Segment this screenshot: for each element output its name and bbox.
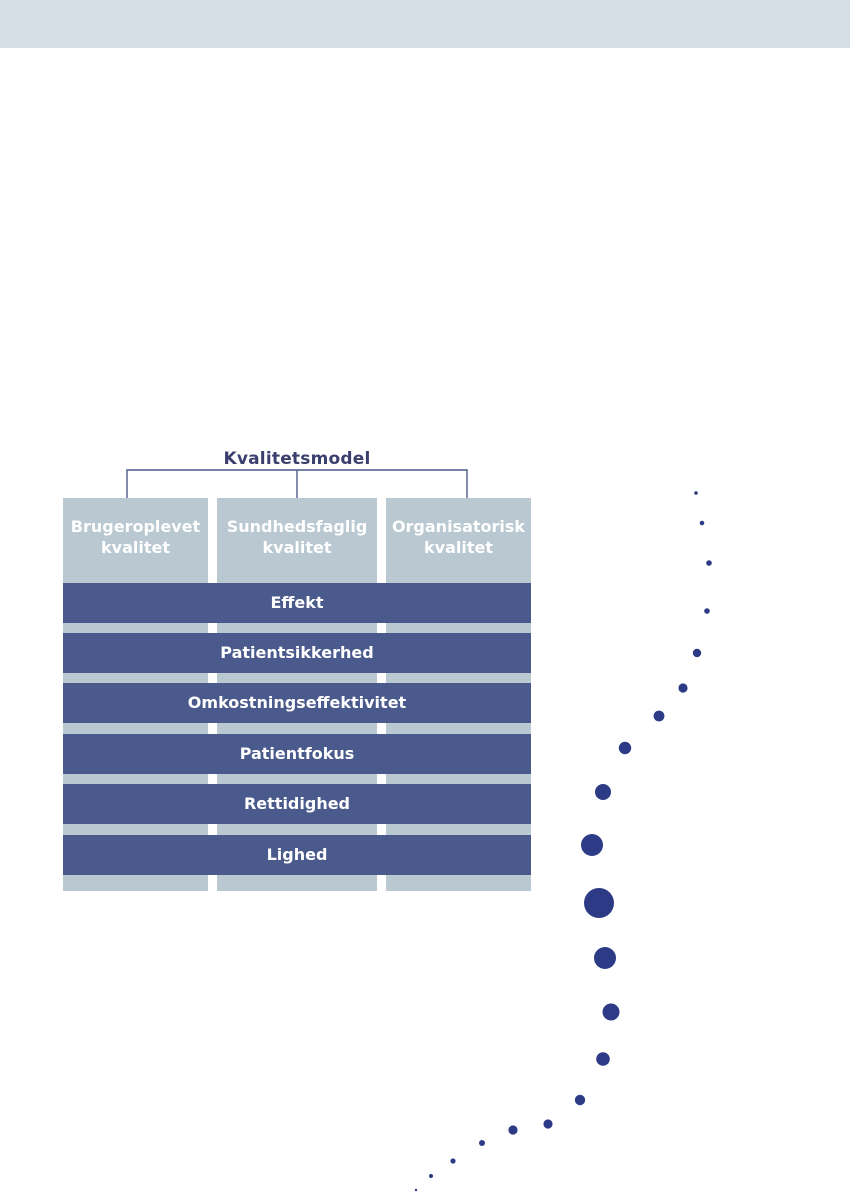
decorative-dot bbox=[584, 888, 614, 918]
decorative-dot bbox=[596, 1052, 610, 1066]
decorative-dot bbox=[699, 520, 705, 526]
decorative-dot bbox=[429, 1174, 433, 1178]
band-patientfokus: Patientfokus bbox=[63, 734, 531, 774]
band-lighed: Lighed bbox=[63, 835, 531, 875]
decorative-dot bbox=[694, 491, 698, 495]
decorative-dot bbox=[450, 1158, 456, 1164]
column-label-sundhedsfaglig: Sundhedsfaglig kvalitet bbox=[226, 517, 368, 557]
decorative-dot bbox=[543, 1119, 553, 1129]
decorative-dot bbox=[414, 1188, 418, 1192]
decorative-dot bbox=[479, 1140, 485, 1146]
decorative-dot bbox=[581, 834, 603, 856]
model-title: Kvalitetsmodel bbox=[223, 449, 371, 469]
band-effekt: Effekt bbox=[63, 583, 531, 623]
header-bar bbox=[0, 0, 850, 48]
decorative-dot bbox=[508, 1125, 518, 1135]
band-rettidighed: Rettidighed bbox=[63, 784, 531, 824]
band-omkostningseffektivitet: Omkostningseffektivitet bbox=[63, 683, 531, 723]
decorative-dot bbox=[653, 710, 665, 722]
decorative-dot bbox=[692, 648, 702, 658]
decorative-dot bbox=[704, 608, 710, 614]
decorative-dot bbox=[618, 741, 632, 755]
decorative-dot bbox=[574, 1094, 586, 1106]
decorative-dot bbox=[602, 1003, 620, 1021]
decorative-dot bbox=[706, 560, 712, 566]
decorative-dot bbox=[595, 784, 611, 800]
band-patientsikkerhed: Patientsikkerhed bbox=[63, 633, 531, 673]
decorative-dot bbox=[594, 947, 616, 969]
column-label-organisatorisk: Organisatorisk kvalitet bbox=[391, 517, 526, 557]
column-label-brugeroplevet: Brugeroplevet kvalitet bbox=[70, 517, 201, 557]
decorative-dot bbox=[678, 683, 688, 693]
